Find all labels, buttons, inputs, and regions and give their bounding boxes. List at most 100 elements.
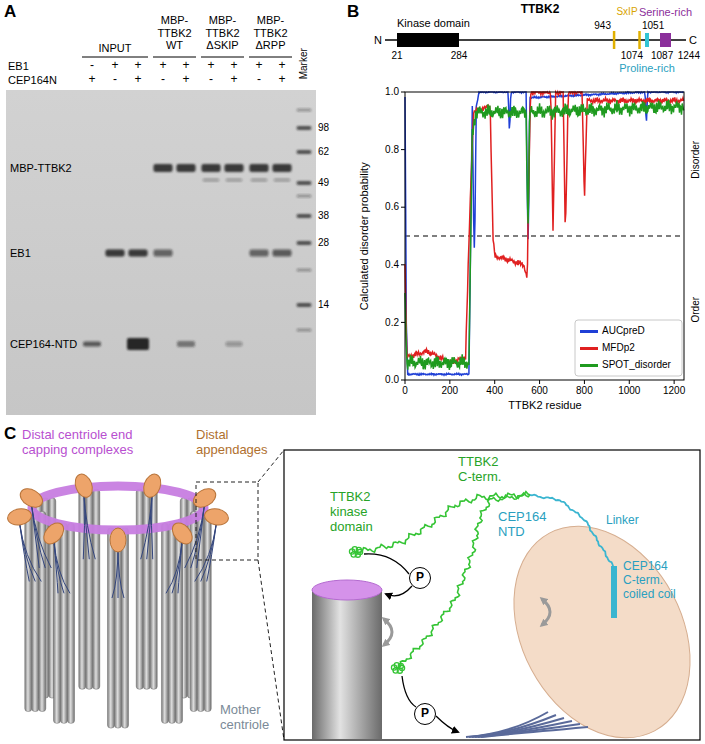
header-underline (249, 57, 292, 58)
disorder-plot (449, 380, 450, 384)
domain-label: TTBK2 C-term. (458, 455, 510, 485)
gel-image (250, 164, 269, 172)
condition-sign: + (182, 73, 189, 87)
condition-sign: - (257, 73, 261, 87)
centriole (166, 539, 182, 593)
disorder-plot (494, 380, 495, 384)
inset-art (364, 554, 409, 574)
inset-art (481, 727, 588, 737)
domain-map (385, 31, 686, 49)
centriole (204, 511, 211, 711)
marker-size: 62 (318, 146, 329, 158)
inset (284, 450, 700, 740)
condition-sign: - (113, 73, 117, 87)
tick-label: 0.4 (385, 259, 399, 271)
gel-image (274, 179, 291, 182)
condition-sign: + (88, 73, 95, 87)
tick-label: 1200 (663, 385, 685, 397)
serine-rich-box: Serine-rich (660, 33, 671, 47)
residue-number: 943 (594, 20, 611, 32)
centriole (17, 485, 46, 511)
gel-image (203, 179, 220, 182)
centriole (175, 523, 182, 723)
gel-image (297, 109, 312, 112)
disorder-curve (405, 92, 684, 375)
gel-image (127, 338, 149, 350)
centriole (141, 492, 152, 560)
region-label: Order (690, 297, 702, 323)
gel-image (226, 342, 243, 347)
centriole (136, 489, 143, 689)
phosphorylation-circle: P (414, 703, 436, 725)
centriole (172, 539, 182, 593)
disorder-plot (405, 235, 684, 236)
centriole (168, 519, 196, 548)
header-underline (153, 57, 196, 58)
condition-sign: - (90, 59, 94, 73)
domain-label: Linker (606, 514, 639, 528)
centriole (54, 523, 61, 723)
disorder-plot (539, 380, 540, 384)
inset-art (398, 663, 403, 668)
centriole (151, 492, 152, 560)
centriole (20, 523, 42, 582)
inset-art (356, 547, 361, 552)
tick-label: 0 (402, 385, 408, 397)
residue-number: 1087 (651, 50, 673, 62)
inset-art (542, 599, 550, 625)
centriole (201, 523, 217, 582)
centriole (93, 489, 100, 689)
centriole (112, 546, 118, 598)
centriole (61, 523, 68, 723)
disorder-plot (401, 92, 684, 384)
phospho-symbol: P (415, 704, 435, 723)
inset-art (386, 586, 412, 596)
condition-sign: - (209, 73, 213, 87)
condition-sign: + (230, 73, 237, 87)
legend-label: SPOT_disorder (602, 359, 671, 371)
condition-sign: - (161, 73, 165, 87)
gel-image (6, 90, 316, 415)
centriole (161, 523, 168, 723)
condition-sign: + (230, 59, 237, 73)
row-label: CEP164N (8, 74, 57, 87)
tick-label: 0.8 (385, 144, 399, 156)
motif-label: SxIP (616, 6, 637, 18)
condition-sign: + (278, 73, 285, 87)
tick-label: 1.0 (385, 86, 399, 98)
centriole (6, 472, 229, 728)
centriole (178, 539, 182, 593)
residue-number: 1244 (678, 50, 700, 62)
disorder-plot (674, 380, 675, 384)
gel-image (250, 250, 269, 257)
centriole (72, 472, 95, 500)
disorder-plot (405, 380, 406, 384)
gel-image (273, 250, 292, 257)
structure-label: Distal appendages (196, 428, 280, 458)
gel-image (177, 164, 196, 172)
gel-image (297, 195, 312, 198)
domain-label: CEP164 C-term. coiled coil (623, 560, 679, 601)
disorder-plot (575, 320, 682, 376)
centriole (68, 523, 75, 723)
gel-image (273, 164, 292, 172)
condition-sign: + (278, 59, 285, 73)
inset-art (402, 676, 416, 707)
residue-number: 21 (391, 50, 402, 62)
disorder-curve (405, 100, 684, 370)
domain-label: CEP164 NTD (498, 510, 556, 540)
gel-image (297, 126, 312, 130)
phosphorylation-circle: P (409, 567, 431, 589)
tick-label: 1000 (618, 385, 640, 397)
lane-label: Marker (298, 48, 310, 79)
disorder-plot (584, 380, 585, 384)
gel-image (297, 329, 312, 332)
panel-letter: B (347, 2, 359, 22)
column-header: INPUT (99, 42, 132, 55)
inset-art (479, 496, 699, 739)
centriole (54, 539, 70, 593)
gel-image (129, 250, 148, 257)
centriole (6, 507, 32, 527)
inset-art (530, 495, 614, 568)
band-label: MBP-TTBK2 (10, 162, 72, 175)
